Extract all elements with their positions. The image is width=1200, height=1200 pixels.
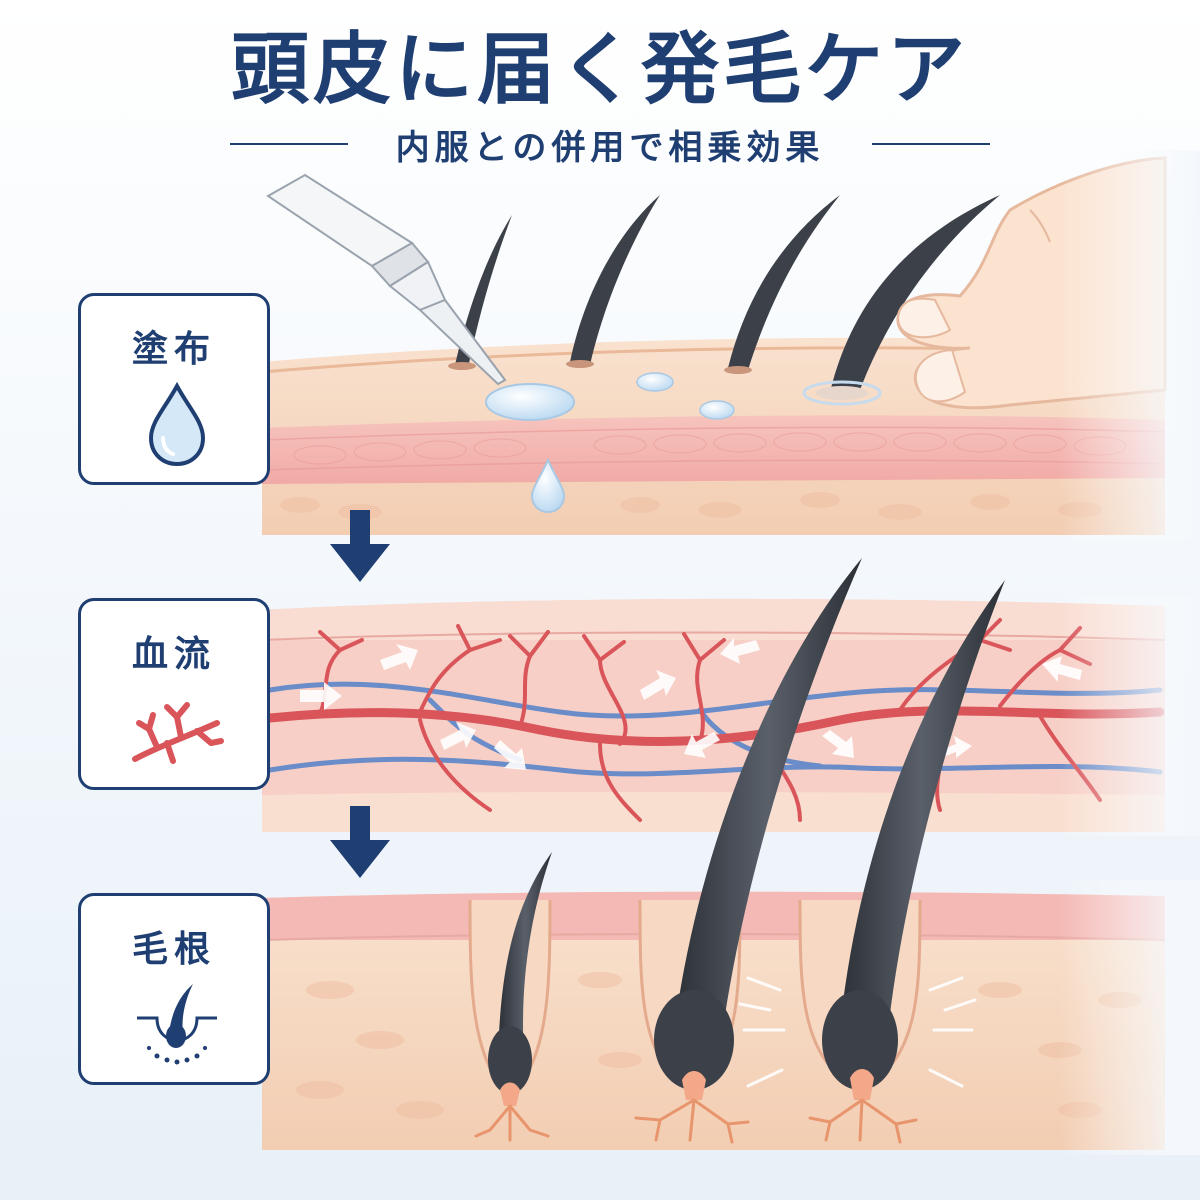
subtitle-row: 内服との併用で相乗効果 <box>230 120 990 168</box>
down-arrow-icon <box>330 806 390 878</box>
step-label-hair-root: 毛根 <box>131 929 216 970</box>
subtitle-rule-left <box>230 143 348 145</box>
step-box-blood-flow: 血流 <box>78 598 270 790</box>
panel-hair-root <box>261 558 1200 1155</box>
down-arrow-icon <box>330 510 390 582</box>
page-subtitle: 内服との併用で相乗効果 <box>395 127 825 168</box>
water-drop-icon <box>148 381 206 467</box>
page-title: 頭皮に届く発毛ケア <box>230 25 969 115</box>
panel-blood-flow <box>261 596 1200 836</box>
subtitle-rule-right <box>871 143 990 145</box>
step-box-application: 塗布 <box>78 293 270 485</box>
step-label-application: 塗布 <box>131 329 216 370</box>
step-label-blood-flow: 血流 <box>131 634 216 675</box>
hair-follicle-icon <box>137 984 217 1065</box>
panel-application <box>261 150 1200 540</box>
blood-vessel-icon <box>132 702 224 764</box>
step-box-hair-root: 毛根 <box>78 893 270 1085</box>
